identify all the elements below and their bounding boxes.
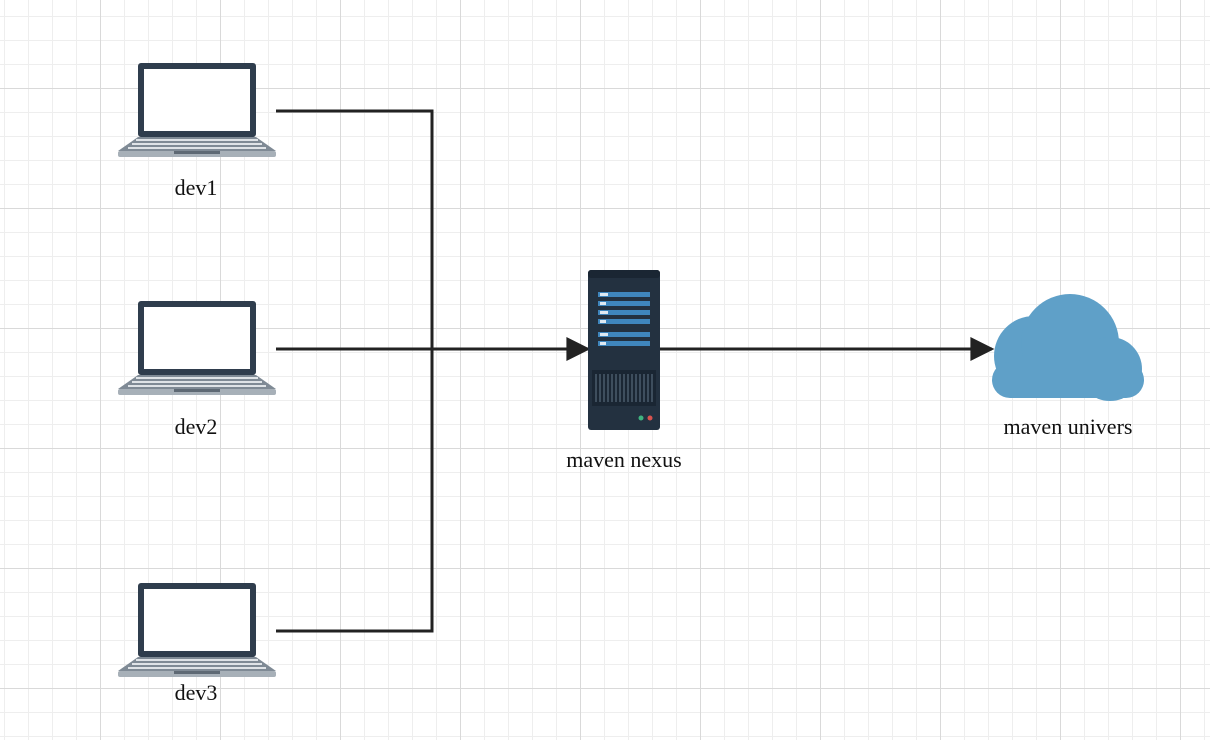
dev3-label: dev3 — [174, 680, 218, 705]
dev2-label: dev2 — [174, 414, 218, 439]
edge-dev1-to-nexus — [276, 109, 434, 349]
nexus-server-icon[interactable] — [588, 270, 660, 430]
nexus-label: maven nexus — [566, 447, 682, 472]
edge-dev3-to-nexus — [276, 349, 434, 633]
connectors — [276, 109, 995, 633]
dev3-laptop-icon[interactable] — [118, 583, 276, 677]
dev2-laptop-icon[interactable] — [118, 301, 276, 395]
dev1-laptop-icon[interactable] — [118, 63, 276, 157]
cloud-icon[interactable] — [992, 294, 1144, 401]
dev1-label: dev1 — [174, 175, 218, 200]
cloud-label: maven univers — [1003, 414, 1133, 439]
